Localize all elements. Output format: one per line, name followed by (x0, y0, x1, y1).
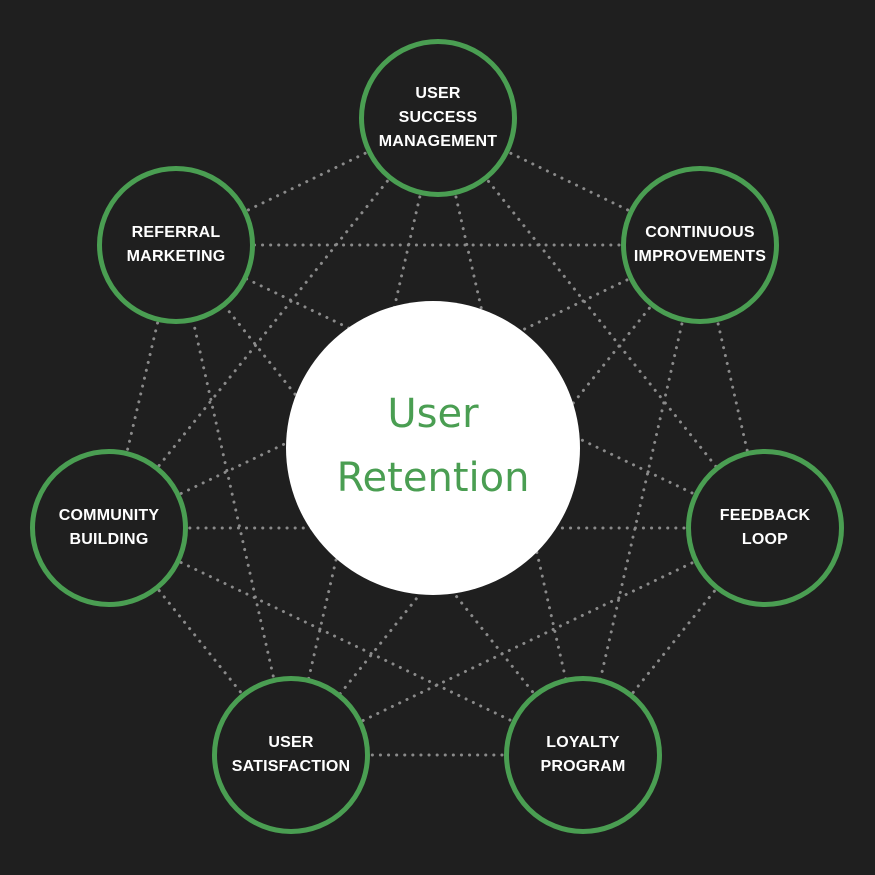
node-continuous-improvements: CONTINUOUS IMPROVEMENTS (621, 166, 779, 324)
center-circle: User Retention (286, 301, 580, 595)
node-label: LOYALTY PROGRAM (540, 734, 626, 775)
node-feedback-loop: FEEDBACK LOOP (686, 449, 844, 607)
node-loyalty-program: LOYALTY PROGRAM (504, 676, 662, 834)
node-label: REFERRAL MARKETING (126, 224, 226, 265)
node-label: USER SATISFACTION (231, 734, 351, 775)
connector-line (581, 243, 702, 757)
connector-line (289, 526, 767, 757)
connector-line (107, 526, 585, 757)
node-user-satisfaction: USER SATISFACTION (212, 676, 370, 834)
connector-line (107, 116, 440, 530)
node-label: USER SUCCESS MANAGEMENT (378, 85, 498, 150)
node-user-success-management: USER SUCCESS MANAGEMENT (359, 39, 517, 197)
node-label: CONTINUOUS IMPROVEMENTS (633, 224, 767, 265)
connector-line (174, 243, 585, 757)
node-community-building: COMMUNITY BUILDING (30, 449, 188, 607)
node-label: COMMUNITY BUILDING (58, 507, 160, 548)
center-label: User Retention (336, 391, 530, 501)
connector-line (436, 116, 767, 530)
node-referral-marketing: REFERRAL MARKETING (97, 166, 255, 324)
node-label: FEEDBACK LOOP (719, 507, 811, 548)
